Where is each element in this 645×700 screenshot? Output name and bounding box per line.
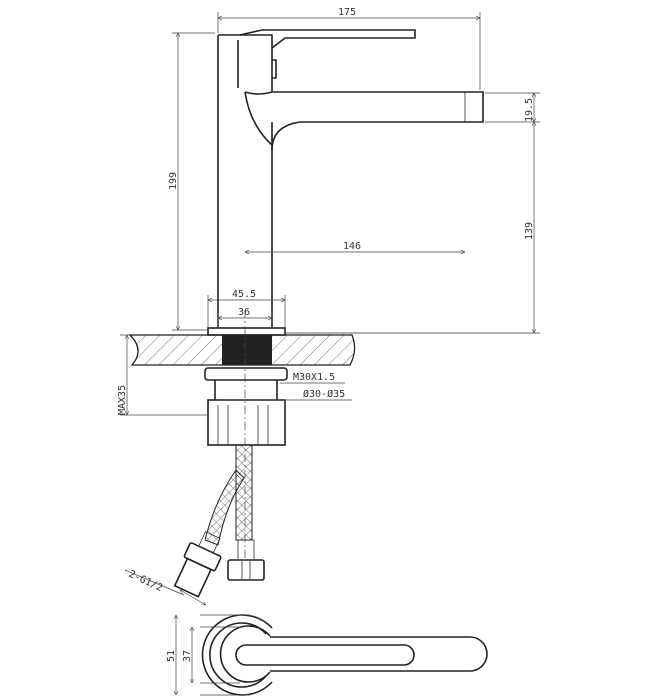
- overall-length-label: 175: [338, 7, 356, 18]
- hole-diameter-label: Ø30-Ø35: [303, 388, 345, 400]
- base-diameter-label: 45.5: [232, 289, 256, 300]
- top-view: 51 37: [166, 614, 488, 696]
- dimension-lines: 175 199 19.5 139 146 45.5 36 M30X1.5 Ø30…: [117, 7, 540, 416]
- supply-hoses: 2-G1/2: [124, 444, 265, 605]
- top-view-outer-label: 51: [166, 650, 177, 662]
- body-width-label: 36: [238, 307, 250, 318]
- overall-height-label: 199: [168, 172, 179, 190]
- faucet-body: [217, 29, 484, 328]
- spout-height-label: 19.5: [524, 98, 535, 122]
- hose-connection-label: 2-G1/2: [127, 569, 164, 594]
- max-thickness-label: MAX35: [117, 385, 128, 415]
- spout-reach-label: 146: [343, 241, 361, 252]
- mounting-assembly: [128, 310, 540, 560]
- spout-clearance-label: 139: [524, 222, 535, 240]
- top-view-inner-label: 37: [182, 650, 193, 662]
- thread-label: M30X1.5: [293, 372, 335, 383]
